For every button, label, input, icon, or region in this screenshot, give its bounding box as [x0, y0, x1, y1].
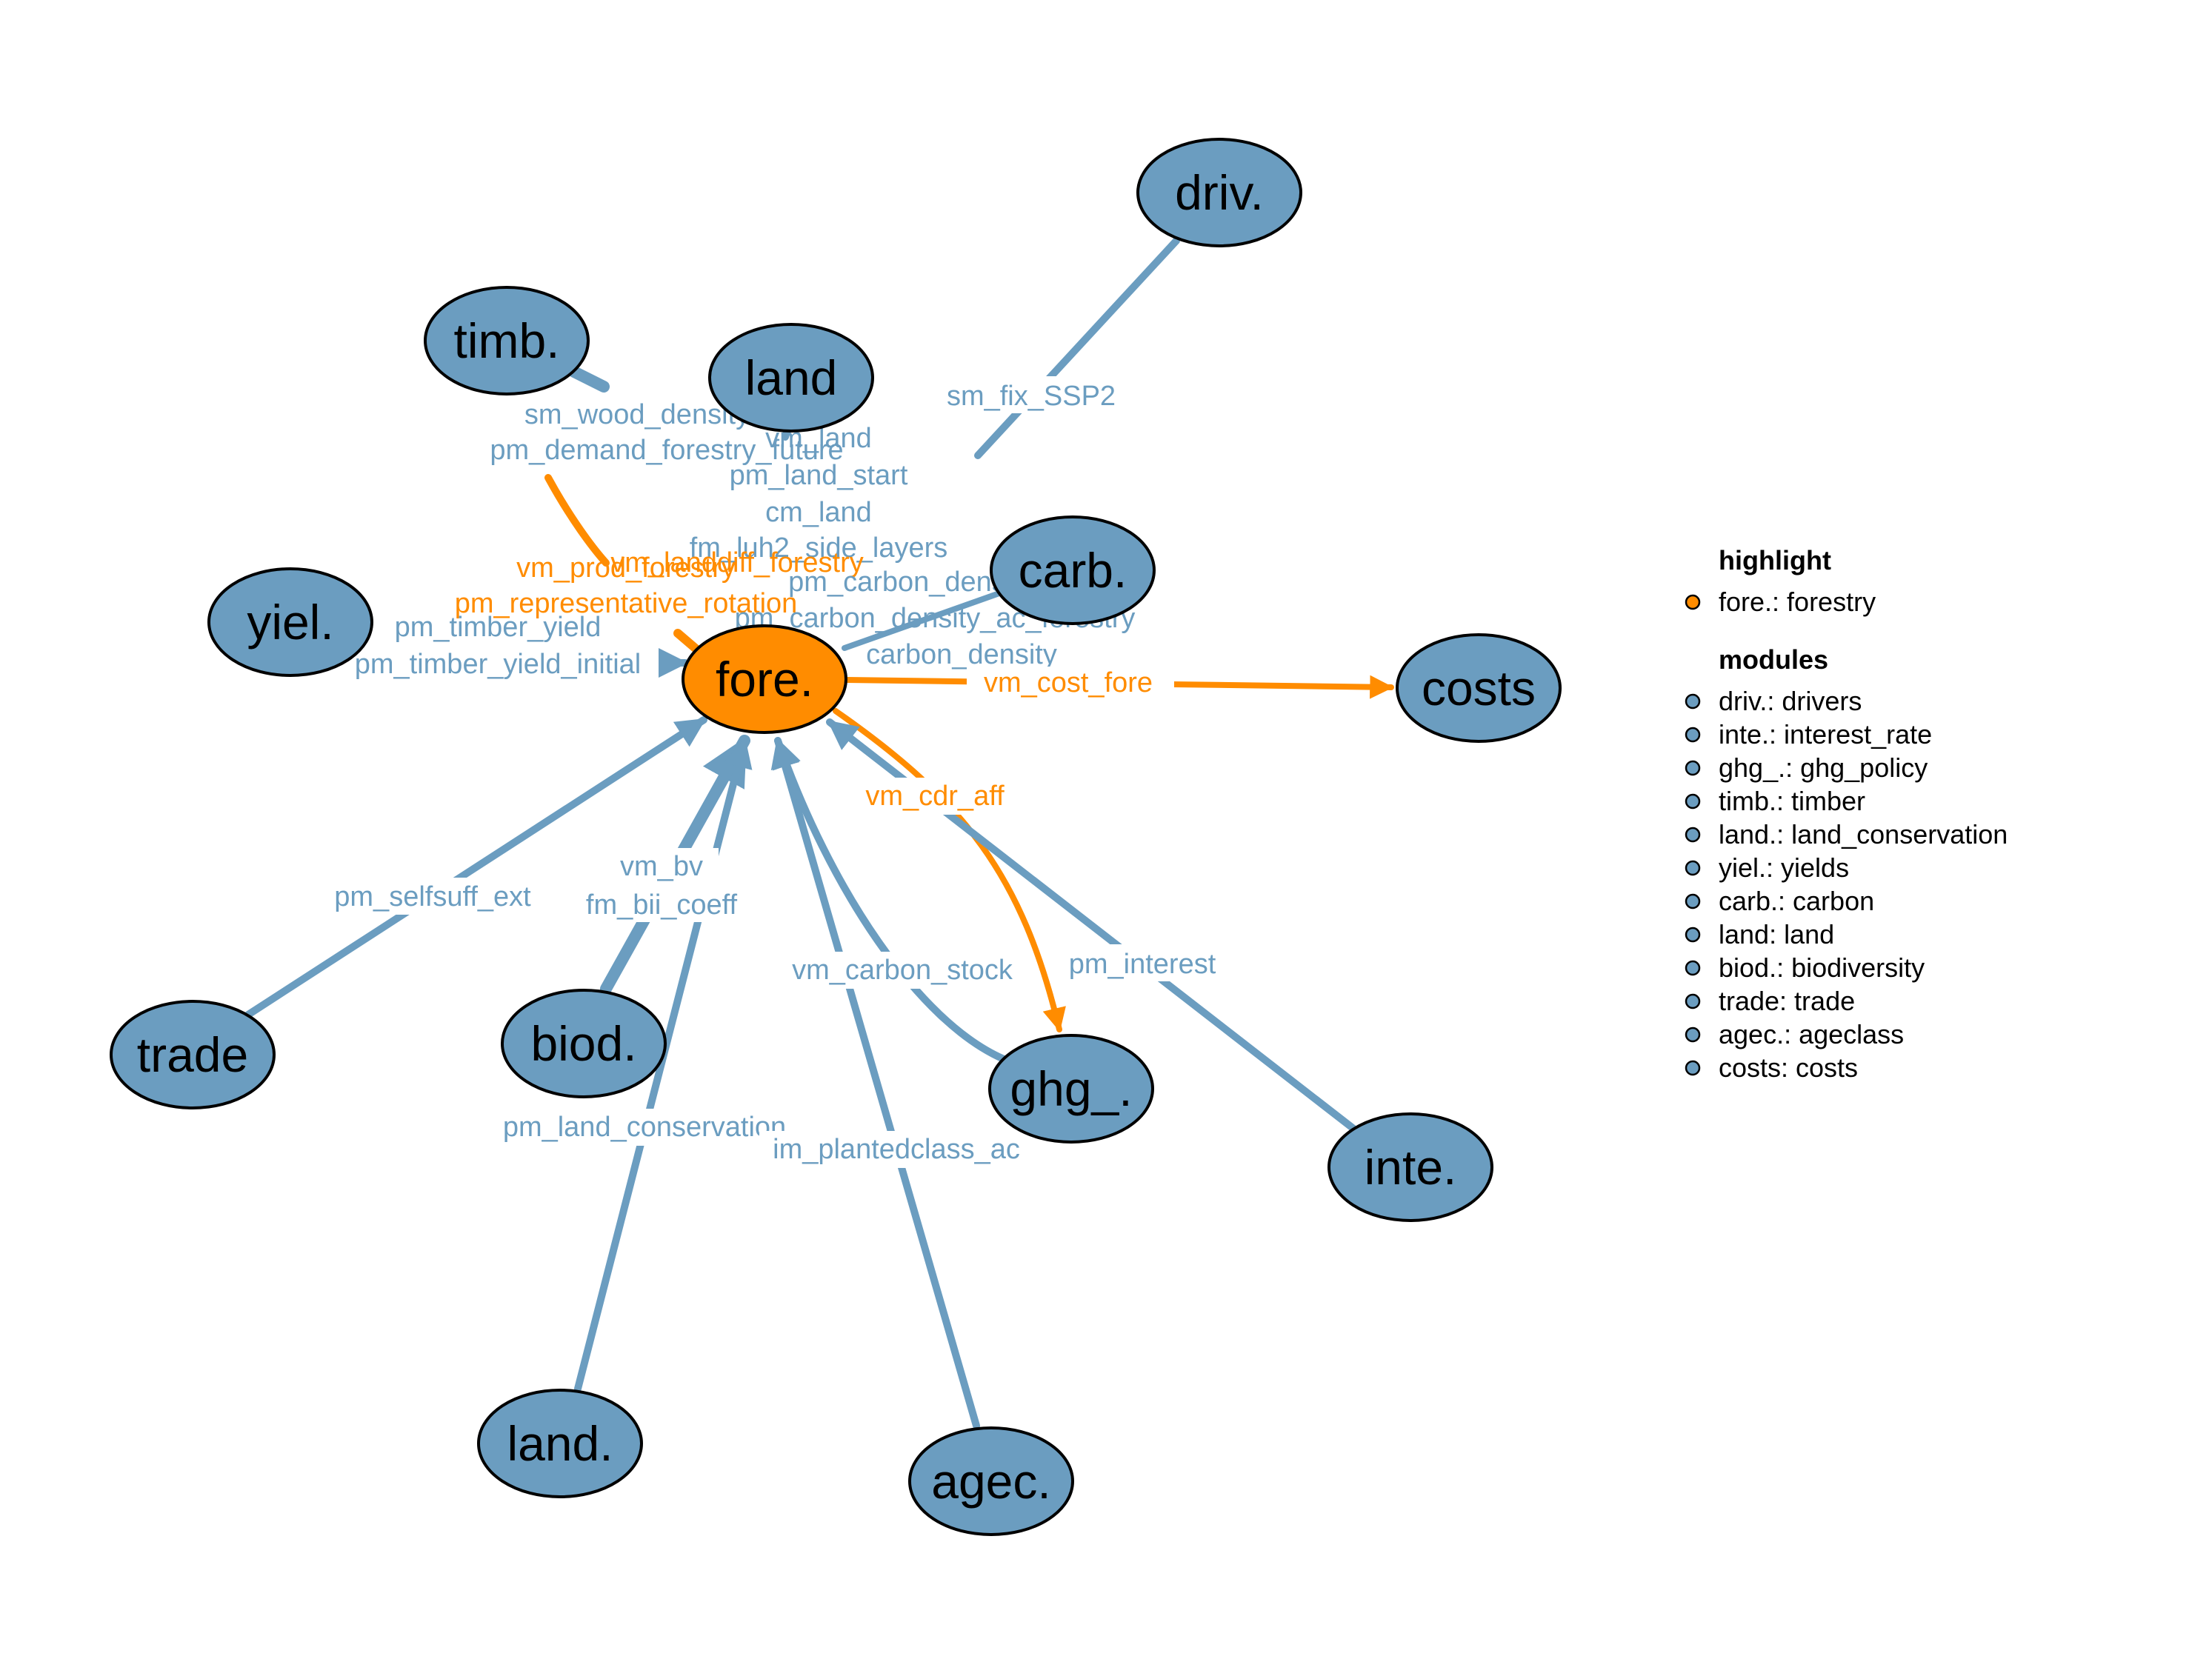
node-land-top[interactable]: land	[708, 323, 874, 433]
node-trade[interactable]: trade	[110, 1000, 276, 1109]
node-label-fore: fore.	[716, 652, 813, 707]
edge-labels: sm_fix_SSP2 sm_wood_density pm_demand_fo…	[319, 376, 1233, 1168]
legend-module-item: trade: trade	[1719, 986, 1855, 1016]
node-costs[interactable]: costs	[1396, 633, 1562, 743]
node-fore[interactable]: fore.	[682, 624, 847, 734]
legend-module-item: costs: costs	[1719, 1052, 1858, 1083]
legend-module-marker	[1685, 827, 1701, 843]
legend-highlight-item: fore.: forestry	[1719, 587, 1876, 617]
node-label-agec: agec.	[931, 1454, 1050, 1509]
legend-modules-title: modules	[1719, 644, 1828, 675]
legend-module-item: biod.: biodiversity	[1719, 952, 1925, 983]
legend-module-item: driv.: drivers	[1719, 686, 1862, 716]
edge-timb-fore	[568, 366, 610, 393]
edge-label-pm-land-conservation: pm_land_conservation	[503, 1112, 786, 1143]
node-timb[interactable]: timb.	[424, 286, 590, 395]
node-inte[interactable]: inte.	[1327, 1112, 1493, 1222]
node-label-ghg: ghg_.	[1010, 1061, 1132, 1116]
legend-module-marker	[1685, 993, 1701, 1009]
node-label-carb: carb.	[1019, 543, 1127, 598]
legend-module-marker	[1685, 793, 1701, 810]
edge-label-vm-cdr-aff: vm_cdr_aff	[865, 781, 1005, 812]
legend-module-marker	[1685, 693, 1701, 710]
edge-label-pm-timber-yield-initial: pm_timber_yield_initial	[355, 649, 642, 680]
legend-module-marker	[1685, 727, 1701, 743]
edge-label-carbon-density: carbon_density	[866, 639, 1057, 670]
legend-module-marker	[1685, 893, 1701, 909]
node-label-costs: costs	[1422, 661, 1536, 715]
legend-module-item: inte.: interest_rate	[1719, 719, 1932, 750]
edge-fore-ghg	[833, 708, 1066, 1032]
edge-trade-fore	[244, 716, 707, 1018]
legend-module-marker	[1685, 927, 1701, 943]
edge-ghg-fore	[773, 737, 1007, 1063]
edge-timb-fore-orange	[544, 474, 610, 567]
node-land-cons[interactable]: land.	[477, 1389, 643, 1498]
legend-module-marker	[1685, 860, 1701, 876]
legend-module-marker	[1685, 960, 1701, 976]
legend-module-item: yiel.: yields	[1719, 852, 1849, 883]
edge-label-im-plantedclass-ac: im_plantedclass_ac	[773, 1134, 1020, 1165]
edge-label-pm-selfsuff-ext: pm_selfsuff_ext	[334, 881, 531, 912]
node-ghg[interactable]: ghg_.	[988, 1034, 1154, 1144]
edge-label-vm-bv: vm_bv	[620, 851, 703, 882]
node-carb[interactable]: carb.	[990, 515, 1156, 625]
edge-label-pm-representative-rotation: pm_representative_rotation	[455, 588, 798, 619]
node-agec[interactable]: agec.	[908, 1426, 1074, 1536]
nodes: driv. timb. land yiel. carb. fore. costs	[110, 138, 1562, 1536]
node-label-timb: timb.	[453, 313, 559, 368]
node-label-land-top: land	[745, 350, 838, 405]
edge-label-pm-land-start: pm_land_start	[730, 460, 908, 491]
node-label-biod: biod.	[530, 1016, 636, 1071]
node-biod[interactable]: biod.	[501, 989, 667, 1098]
legend-module-item: ghg_.: ghg_policy	[1719, 752, 1928, 783]
legend-highlight-marker	[1685, 594, 1701, 610]
node-label-land-cons: land.	[507, 1416, 613, 1471]
edge-label-vm-landdiff-forestry: vm_landdiff_forestry	[610, 547, 863, 578]
node-label-trade: trade	[137, 1027, 248, 1082]
node-driv[interactable]: driv.	[1136, 138, 1302, 247]
edge-label-pm-interest: pm_interest	[1069, 949, 1216, 980]
edge-label-pm-timber-yield: pm_timber_yield	[395, 612, 602, 643]
edge-label-pm-demand-forestry-future: pm_demand_forestry_future	[490, 435, 843, 466]
legend-module-marker	[1685, 1027, 1701, 1043]
node-label-inte: inte.	[1365, 1140, 1457, 1195]
legend-module-marker	[1685, 760, 1701, 776]
edge-label-sm-fix-ssp2: sm_fix_SSP2	[947, 381, 1116, 412]
legend-module-item: timb.: timber	[1719, 786, 1865, 816]
legend-module-item: land: land	[1719, 919, 1834, 949]
node-yiel[interactable]: yiel.	[207, 567, 373, 677]
edge-label-vm-prod-forestry: vm_prod_forestry	[516, 553, 736, 584]
node-label-driv: driv.	[1175, 165, 1264, 220]
legend-highlight-title: highlight	[1719, 545, 1831, 575]
edge-driv-fore	[974, 237, 1180, 459]
legend-module-item: land.: land_conservation	[1719, 819, 2008, 849]
edge-label-vm-cost-fore: vm_cost_fore	[984, 667, 1153, 698]
edge-carb-fore	[842, 582, 1025, 651]
legend-module-marker	[1685, 1060, 1701, 1076]
edge-label-fm-bii-coeff: fm_bii_coeff	[586, 889, 738, 921]
edge-agec-fore	[770, 737, 980, 1429]
legend-module-item: carb.: carbon	[1719, 886, 1874, 916]
legend-module-item: agec.: ageclass	[1719, 1019, 1904, 1049]
edge-label-sm-wood-density: sm_wood_density	[524, 399, 750, 430]
edge-label-cm-land: cm_land	[765, 497, 872, 528]
legend: highlight fore.: forestry modules driv.:…	[1685, 545, 2008, 1083]
node-label-yiel: yiel.	[247, 595, 333, 650]
edge-label-fm-luh2-side-layers: fm_luh2_side_layers	[690, 533, 948, 564]
edge-label-vm-carbon-stock: vm_carbon_stock	[792, 955, 1013, 986]
